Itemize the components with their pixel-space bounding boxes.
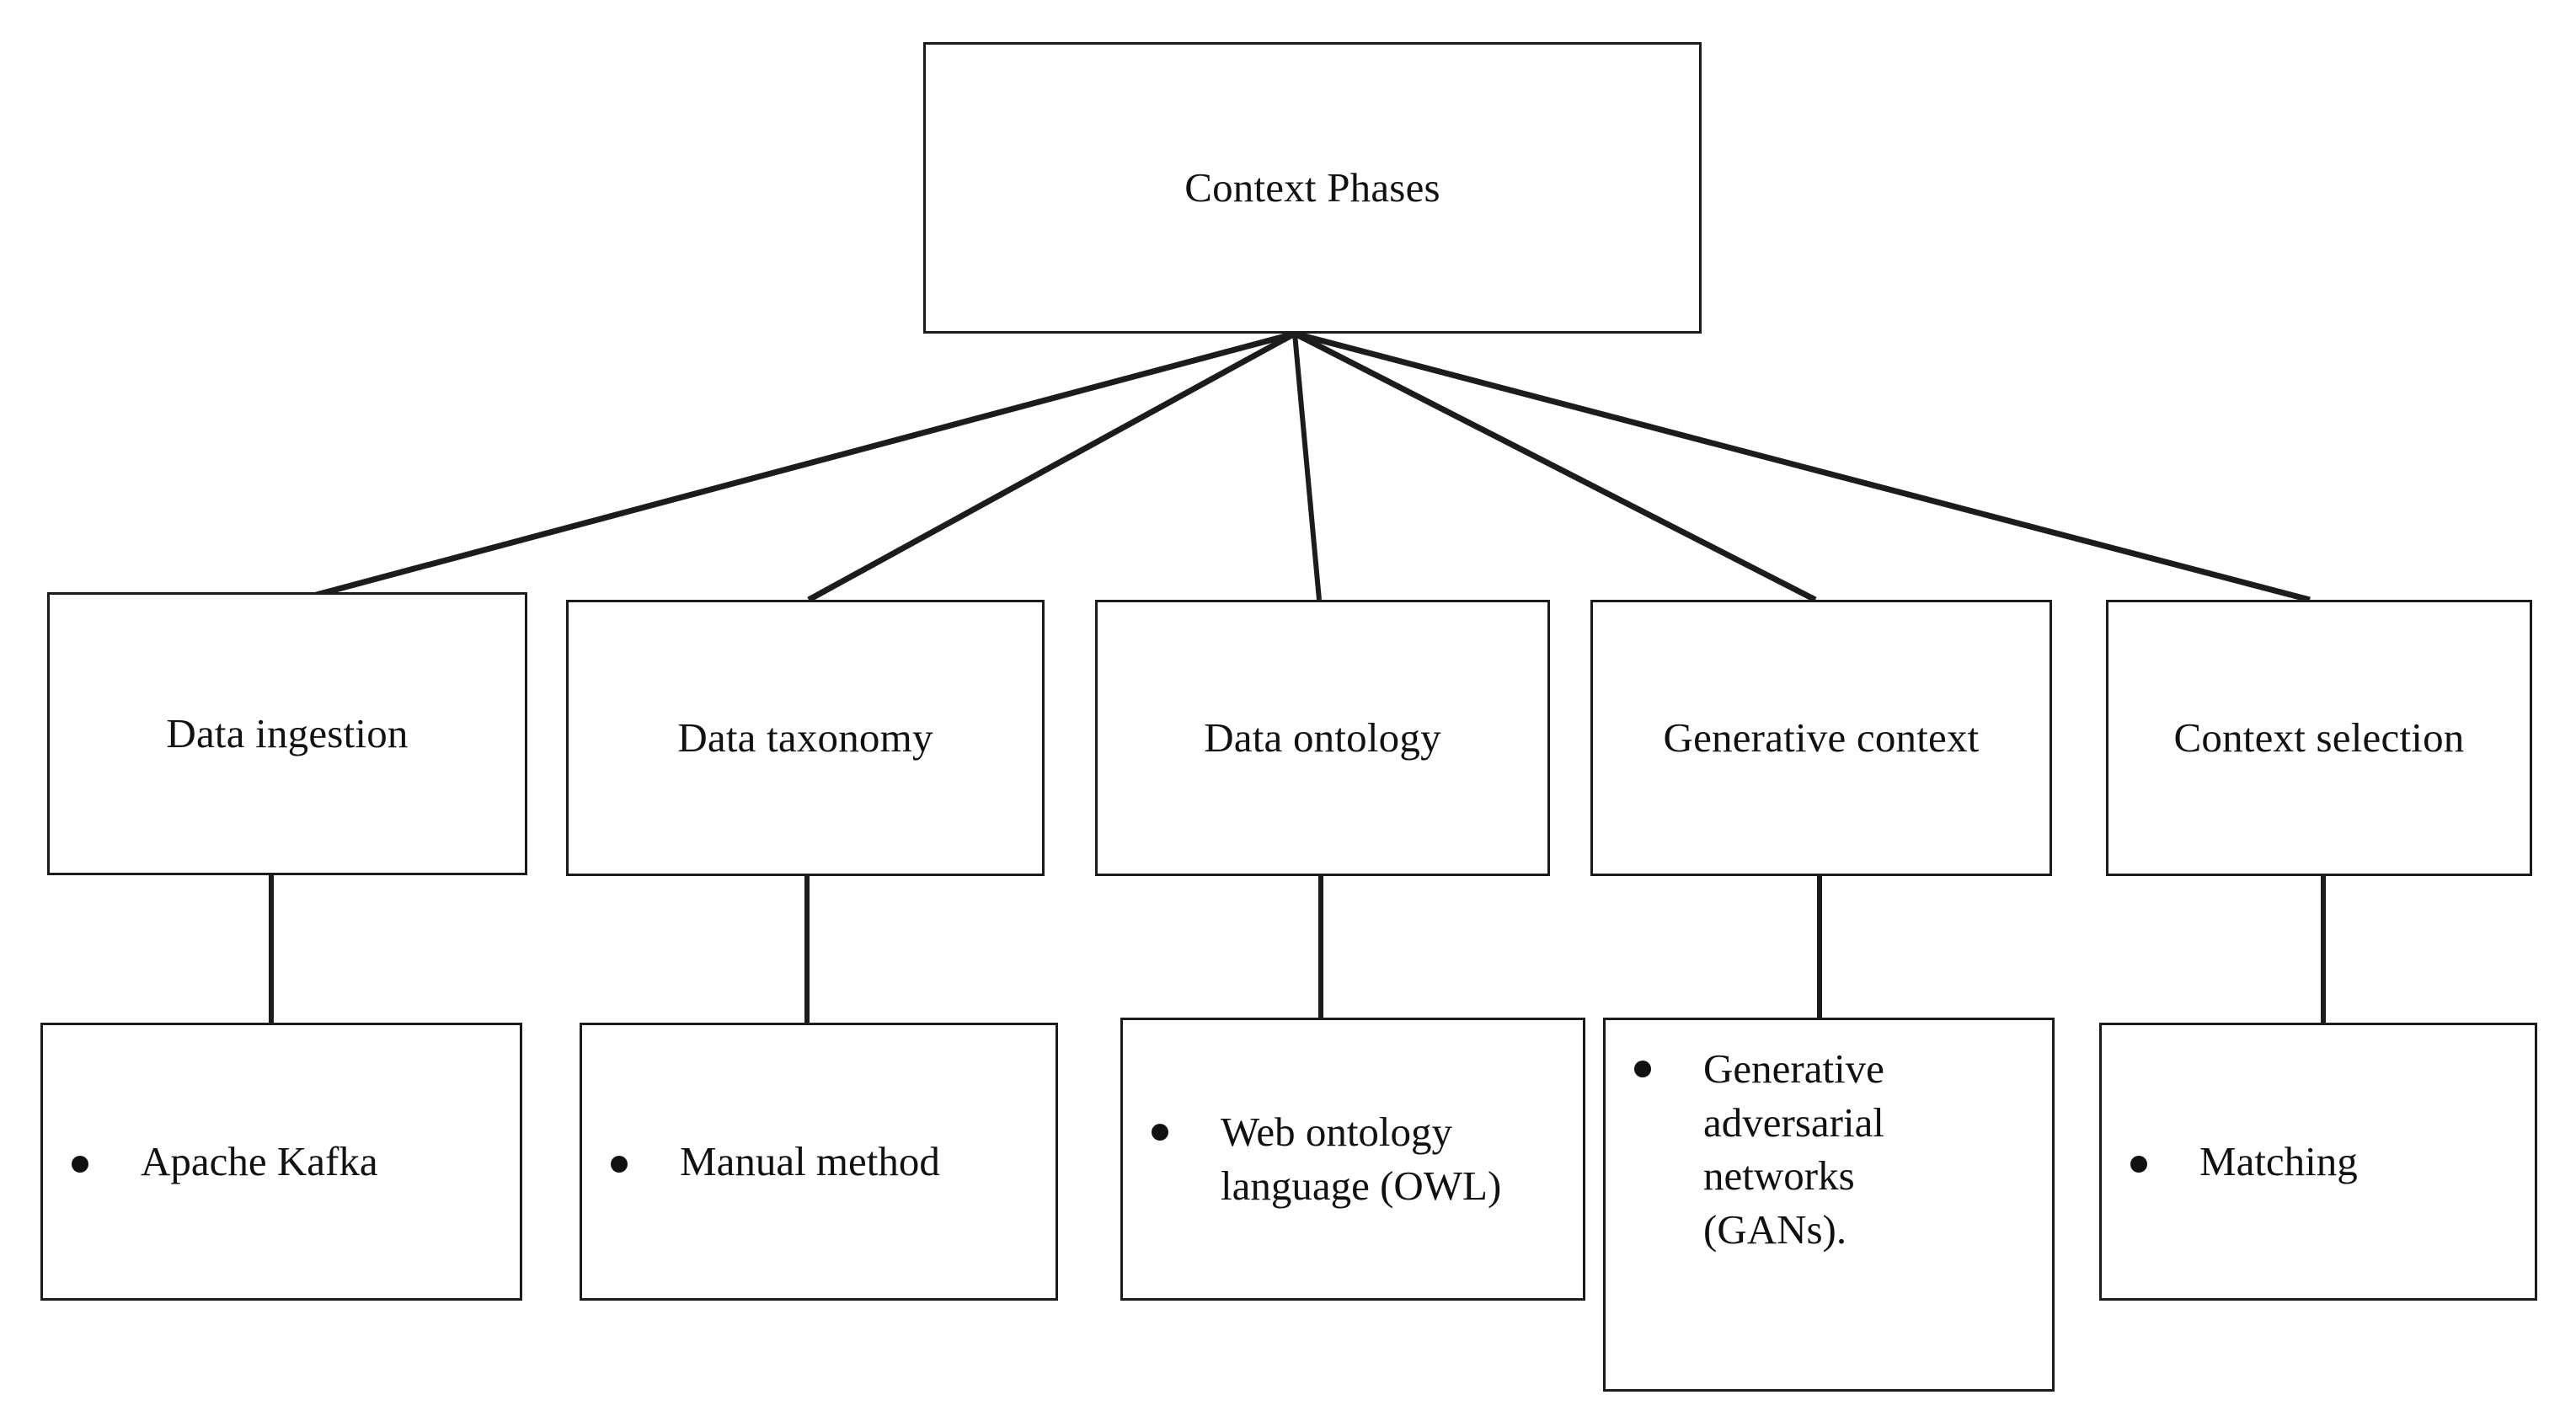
node-phase-5-label: Context selection <box>2173 714 2465 762</box>
leaf-2-content: Manual method <box>611 1137 1056 1186</box>
bullet-dot-icon <box>611 1156 628 1173</box>
leaf-3-content: Web ontology language (OWL) <box>1152 1105 1583 1212</box>
node-leaf-3-label: Web ontology language (OWL) <box>1221 1109 1502 1209</box>
node-leaf-manual-method[interactable]: Manual method <box>580 1023 1058 1301</box>
node-phase-3-label: Data ontology <box>1204 714 1441 762</box>
bullet-dot-icon <box>72 1156 88 1173</box>
node-leaf-1-label: Apache Kafka <box>141 1138 378 1185</box>
node-phase-data-ontology[interactable]: Data ontology <box>1095 600 1550 876</box>
connector-root-to-phase-3 <box>1292 333 1322 601</box>
node-phase-1-label: Data ingestion <box>166 710 409 757</box>
connector-root-to-phase-4 <box>1293 330 1817 603</box>
node-leaf-2-label: Manual method <box>680 1138 940 1185</box>
node-leaf-5-label: Matching <box>2199 1138 2358 1185</box>
node-phase-data-ingestion[interactable]: Data ingestion <box>47 592 527 875</box>
leaf-4-content: Generative adversarial networks (GANs). <box>1634 1042 2052 1257</box>
node-root-label: Context Phases <box>1184 164 1440 211</box>
leaf-1-content: Apache Kafka <box>72 1137 520 1186</box>
node-phase-context-selection[interactable]: Context selection <box>2106 600 2532 876</box>
node-leaf-generative-adversarial-networks[interactable]: Generative adversarial networks (GANs). <box>1603 1018 2055 1392</box>
connector-root-to-phase-5 <box>1294 330 2311 603</box>
node-root-context-phases[interactable]: Context Phases <box>923 42 1702 334</box>
bullet-dot-icon <box>1152 1124 1168 1141</box>
node-phase-generative-context[interactable]: Generative context <box>1590 600 2052 876</box>
node-leaf-matching[interactable]: Matching <box>2099 1023 2537 1301</box>
bullet-dot-icon <box>1634 1061 1651 1077</box>
bullet-dot-icon <box>2130 1156 2147 1173</box>
node-phase-2-label: Data taxonomy <box>677 714 933 762</box>
connector-root-to-phase-2 <box>807 330 1296 603</box>
node-leaf-web-ontology-language[interactable]: Web ontology language (OWL) <box>1120 1018 1585 1301</box>
node-phase-data-taxonomy[interactable]: Data taxonomy <box>566 600 1045 876</box>
node-leaf-4-label: Generative adversarial networks (GANs). <box>1703 1045 1884 1253</box>
node-phase-4-label: Generative context <box>1663 714 1980 762</box>
connector-root-to-phase-1 <box>313 330 1296 599</box>
node-leaf-apache-kafka[interactable]: Apache Kafka <box>40 1023 522 1301</box>
leaf-5-content: Matching <box>2130 1137 2535 1186</box>
